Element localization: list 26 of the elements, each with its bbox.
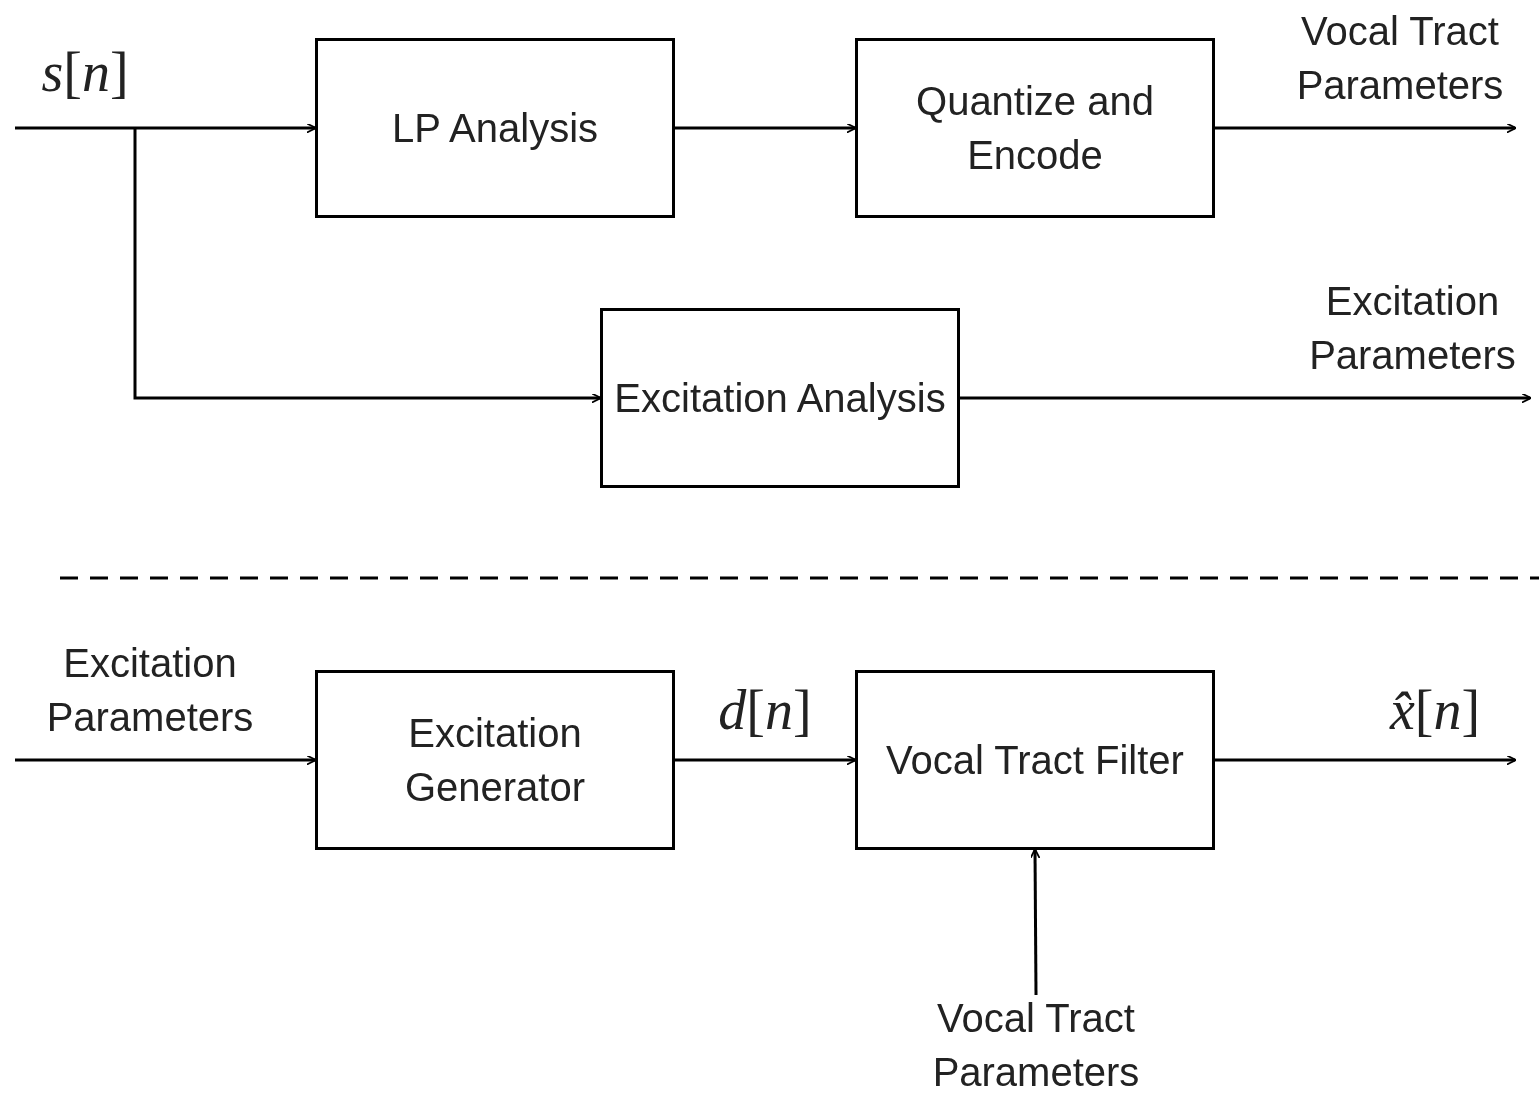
- arrow: [1029, 848, 1041, 995]
- box-label: Vocal Tract Filter: [886, 737, 1184, 784]
- signal-label: x̂[n]: [1388, 680, 1482, 740]
- arrow: [675, 122, 857, 134]
- process-box: [855, 38, 1215, 218]
- box-label: Quantize and Encode: [915, 78, 1155, 179]
- process-box: [315, 38, 675, 218]
- arrow: [133, 128, 602, 404]
- box-label: LP Analysis: [391, 105, 599, 152]
- edge-label: Excitation Parameters: [1308, 278, 1517, 379]
- input-label: Vocal Tract Parameters: [931, 995, 1141, 1095]
- arrow: [1215, 754, 1517, 766]
- box-label: Excitation Analysis: [614, 375, 946, 422]
- arrow: [960, 392, 1532, 404]
- edge-label: Vocal Tract Parameters: [1295, 8, 1505, 109]
- arrow: [15, 754, 317, 766]
- box-label: Excitation Generator: [403, 710, 587, 811]
- signal-label: d[n]: [717, 680, 813, 740]
- signal-label: s[n]: [40, 42, 130, 102]
- arrow: [1215, 122, 1517, 134]
- arrow: [675, 754, 857, 766]
- arrow: [15, 122, 317, 134]
- process-box: [855, 670, 1215, 850]
- process-box: [600, 308, 960, 488]
- process-box: [315, 670, 675, 850]
- edge-label: Excitation Parameters: [45, 640, 255, 741]
